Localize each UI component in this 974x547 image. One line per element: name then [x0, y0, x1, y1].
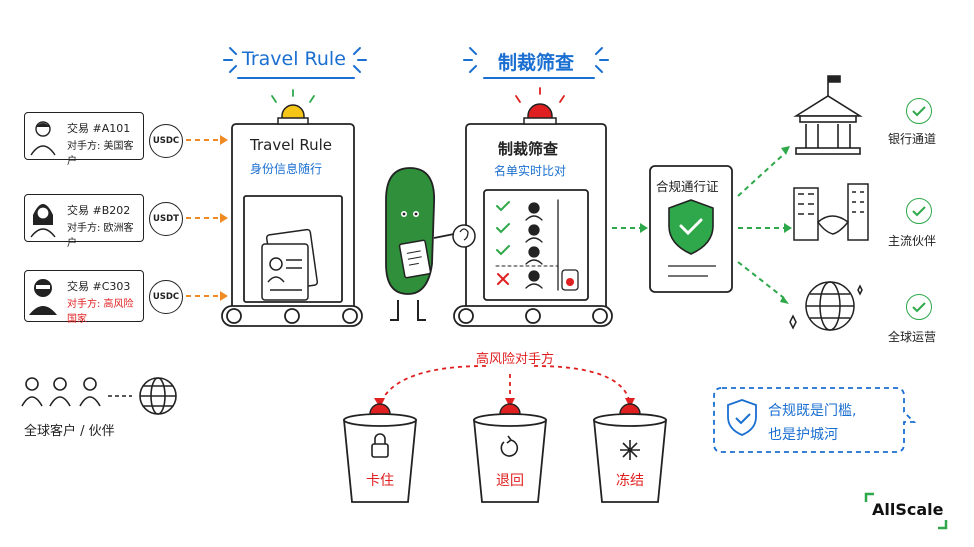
quote-line-1: 合规既是门槛, — [768, 403, 857, 419]
brand-logo-bracket — [864, 492, 948, 530]
pass-title: 合规通行证 — [656, 179, 719, 194]
check-icon — [906, 198, 932, 224]
transaction-counterparty: 对手方: 高风险国家 — [67, 299, 134, 325]
high-risk-label: 高风险对手方 — [476, 352, 555, 367]
lock-icon — [371, 433, 389, 458]
transaction-title: 交易 #B202 — [67, 204, 131, 217]
bin-label-freeze: 冻结 — [616, 473, 644, 489]
travel-gate-subtitle: 身份信息随行 — [250, 162, 323, 176]
transaction-counterparty: 对手方: 欧洲客户 — [67, 223, 134, 249]
travel-gate-title: Travel Rule — [250, 136, 333, 154]
bin-label-stuck: 卡住 — [366, 473, 394, 489]
return-icon — [500, 435, 519, 457]
handshake-icon — [793, 183, 869, 241]
quote-bubble — [713, 387, 917, 453]
transaction-title: 交易 #C303 — [67, 280, 131, 293]
transaction-card-a101: 交易 #A101 对手方: 美国客户 — [24, 112, 144, 167]
output-label-partners: 主流伙伴 — [888, 234, 937, 248]
id-cards-icon — [261, 228, 319, 301]
bin-label-return: 退回 — [496, 473, 524, 489]
compliance-pass — [649, 165, 733, 293]
coin-usdc: USDC — [149, 280, 183, 314]
transaction-card-c303: 交易 #C303 对手方: 高风险国家 — [24, 270, 144, 325]
travel-rule-header-decoration — [223, 47, 609, 79]
globe-icon — [789, 281, 863, 331]
transaction-counterparty: 对手方: 美国客户 — [67, 141, 134, 167]
customer-avatar-icon — [30, 204, 56, 238]
travel-siren — [271, 89, 315, 125]
sanction-siren — [515, 87, 565, 125]
screening-list — [495, 199, 579, 291]
input-arrowheads — [220, 135, 228, 301]
sanction-gate-subtitle: 名单实时比对 — [494, 164, 567, 178]
sanctions-header: 制裁筛查 — [498, 52, 575, 74]
sanction-gate-title: 制裁筛查 — [498, 140, 559, 158]
flow-arrows — [612, 153, 785, 299]
bin-sirens — [369, 403, 641, 415]
coin-usdt: USDT — [149, 202, 183, 236]
check-icon — [906, 98, 932, 124]
masked-avatar-icon — [29, 279, 57, 315]
check-icon — [906, 294, 932, 320]
customers-icon — [21, 377, 177, 415]
coin-usdc: USDC — [149, 124, 183, 158]
high-risk-paths — [379, 365, 631, 405]
input-arrows — [186, 139, 220, 297]
bean-character — [385, 167, 476, 321]
transaction-title: 交易 #A101 — [67, 122, 131, 135]
brand-logo: AllScale — [872, 500, 944, 519]
quote-line-2: 也是护城河 — [768, 427, 838, 443]
bank-icon — [793, 75, 863, 155]
travel-rule-header: Travel Rule — [242, 48, 346, 70]
flow-arrowheads — [640, 146, 792, 304]
transaction-card-b202: 交易 #B202 对手方: 欧洲客户 — [24, 194, 144, 249]
customers-label: 全球客户 / 伙伴 — [24, 424, 115, 439]
customer-avatar-icon — [30, 121, 56, 156]
output-label-bank: 银行通道 — [888, 132, 937, 146]
snowflake-icon — [620, 440, 640, 460]
output-label-global: 全球运营 — [888, 330, 937, 344]
high-risk-arrowheads — [374, 398, 635, 408]
